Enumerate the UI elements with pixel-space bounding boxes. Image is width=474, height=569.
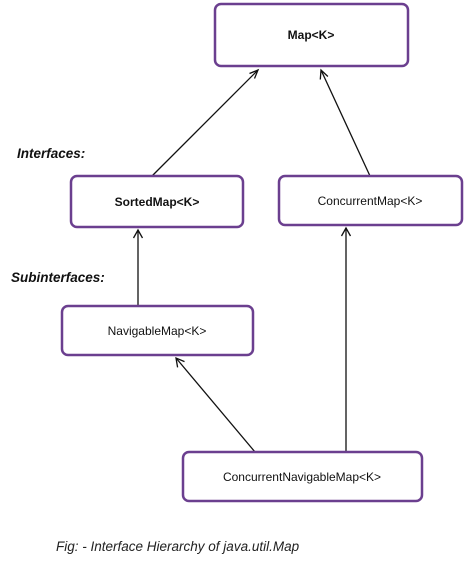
edge-concurrentmap-to-map [320,69,371,177]
arrowhead-sortedmap-to-map [249,68,260,79]
node-sorted-map-label: SortedMap<K> [115,195,200,209]
arrowhead-concurrentnavigablemap-to-navigablemap [175,356,185,368]
node-navigable-map-box [60,304,255,357]
node-navigable-map: NavigableMap<K> [60,304,255,357]
node-concurrent-navigable-map-label: ConcurrentNavigableMap<K> [223,470,381,484]
node-navigable-map-label: NavigableMap<K> [108,324,207,338]
node-map-box [213,2,410,68]
node-sorted-map-box [69,174,245,229]
arrowhead-concurrentmap-to-map [319,68,329,80]
edges [132,68,371,453]
node-concurrent-map: ConcurrentMap<K> [277,174,464,227]
node-map: Map<K> [213,2,410,68]
arrowhead-navigablemap-to-sortedmap [132,228,144,239]
subinterfaces-label: Subinterfaces: [11,270,105,285]
node-map-label: Map<K> [288,28,335,42]
arrowhead-concurrentnavigablemap-to-concurrentmap [340,226,352,237]
node-concurrent-map-box [277,174,464,227]
edge-concurrentnavigablemap-to-navigablemap [175,357,256,453]
figure-caption: Fig: - Interface Hierarchy of java.util.… [56,539,300,554]
node-concurrent-navigable-map: ConcurrentNavigableMap<K> [181,450,424,503]
edge-sortedmap-to-map [151,69,259,177]
interfaces-label: Interfaces: [17,146,85,161]
node-concurrent-navigable-map-box [181,450,424,503]
node-concurrent-map-label: ConcurrentMap<K> [318,194,423,208]
node-sorted-map: SortedMap<K> [69,174,245,229]
